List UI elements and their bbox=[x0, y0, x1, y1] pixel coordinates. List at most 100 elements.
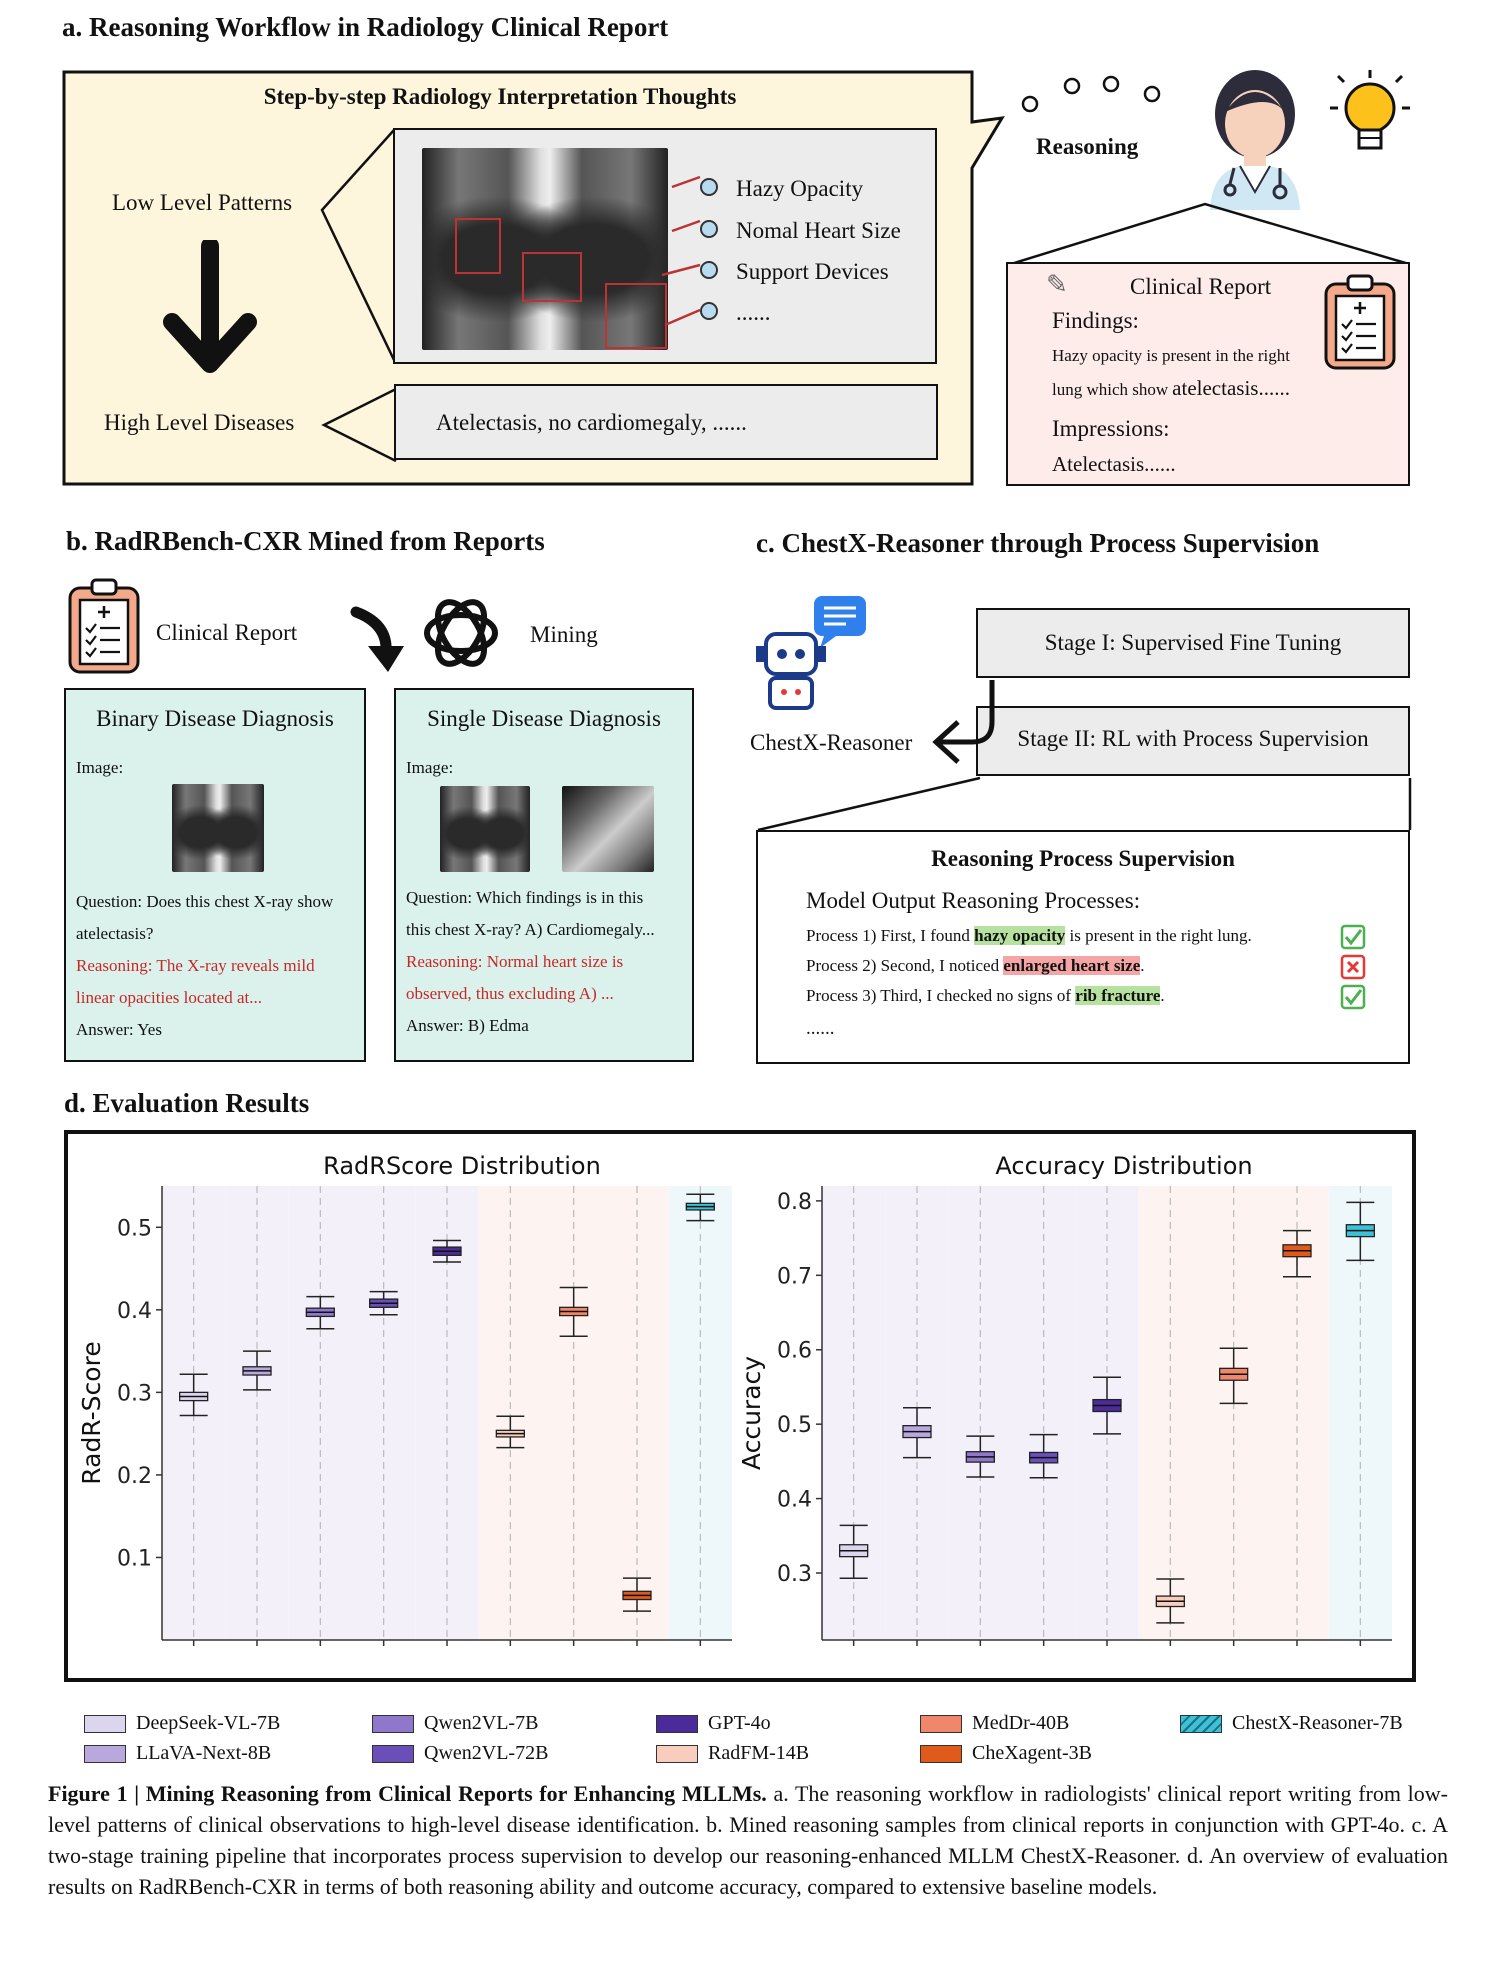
y-tick-label: 0.3 bbox=[777, 1562, 812, 1587]
pencil-icon: ✎ bbox=[1046, 270, 1068, 300]
low-level-callout bbox=[320, 129, 396, 361]
radrscore-chart: RadRScore DistributionRadR-Score0.10.20.… bbox=[77, 1152, 732, 1646]
single-title: Single Disease Diagnosis bbox=[427, 706, 661, 731]
single-reasoning-2: observed, thus excluding A) ... bbox=[406, 984, 614, 1003]
legend-label: Qwen2VL-72B bbox=[424, 1742, 549, 1764]
legend-label: CheXagent-3B bbox=[972, 1742, 1092, 1764]
report-title: Clinical Report bbox=[1130, 274, 1272, 299]
mor-title: Model Output Reasoning Processes: bbox=[806, 888, 1141, 913]
legend-swatch bbox=[372, 1715, 414, 1734]
legend-item: RadFM-14B bbox=[656, 1742, 809, 1765]
y-tick-label: 0.5 bbox=[777, 1413, 812, 1438]
y-tick-label: 0.5 bbox=[117, 1216, 152, 1241]
section-c-title: c. ChestX-Reasoner through Process Super… bbox=[756, 528, 1320, 558]
findings-text-1: Hazy opacity is present in the right bbox=[1052, 346, 1290, 365]
legend-label: GPT-4o bbox=[708, 1712, 771, 1734]
legend-label: MedDr-40B bbox=[972, 1712, 1070, 1734]
y-axis-label: RadR-Score bbox=[77, 1341, 106, 1484]
legend-label: LLaVA-Next-8B bbox=[136, 1742, 272, 1764]
y-tick-label: 0.8 bbox=[777, 1190, 812, 1215]
y-tick-label: 0.7 bbox=[777, 1264, 812, 1289]
model-name-label: ChestX-Reasoner bbox=[750, 730, 913, 755]
binary-reasoning-2: linear opacities located at... bbox=[76, 988, 262, 1007]
process-ellipsis: ...... bbox=[806, 1018, 835, 1039]
accuracy-chart: Accuracy DistributionAccuracy0.30.40.50.… bbox=[737, 1152, 1392, 1646]
findings-text-2: lung which show atelectasis...... bbox=[1052, 376, 1290, 400]
single-question-2: this chest X-ray? A) Cardiomegaly... bbox=[406, 920, 655, 939]
low-level-label: Low Level Patterns bbox=[112, 190, 293, 215]
section-a-box-title: Step-by-step Radiology Interpretation Th… bbox=[263, 84, 737, 109]
report-callout bbox=[1010, 202, 1410, 266]
chart-title: RadRScore Distribution bbox=[323, 1152, 601, 1180]
legend-item: MedDr-40B bbox=[920, 1712, 1069, 1735]
robot-icon bbox=[756, 596, 866, 710]
lightbulb-icon bbox=[1330, 70, 1410, 150]
finding-item-2: Nomal Heart Size bbox=[700, 218, 901, 244]
process-2: Process 2) Second, I noticed enlarged he… bbox=[806, 956, 1145, 975]
section-a-title: a. Reasoning Workflow in Radiology Clini… bbox=[62, 12, 669, 42]
diseases-text: Atelectasis, no cardiomegaly, ...... bbox=[436, 410, 747, 435]
clipboard-icon bbox=[1324, 274, 1396, 370]
openai-logo-icon bbox=[424, 599, 498, 667]
clipboard-icon bbox=[68, 578, 140, 674]
binary-diagnosis-card bbox=[64, 688, 366, 1062]
legend-item: DeepSeek-VL-7B bbox=[84, 1712, 280, 1735]
section-b-title: b. RadRBench-CXR Mined from Reports bbox=[66, 526, 545, 556]
stage1-label: Stage I: Supervised Fine Tuning bbox=[1044, 630, 1342, 655]
check-icon bbox=[1340, 924, 1366, 950]
impressions-text: Atelectasis...... bbox=[1052, 452, 1176, 476]
legend-label: ChestX-Reasoner-7B bbox=[1232, 1712, 1403, 1734]
stage2-label: Stage II: RL with Process Supervision bbox=[1017, 726, 1369, 751]
evaluation-panel bbox=[64, 1130, 1416, 1682]
diseases-box bbox=[394, 384, 938, 460]
legend-swatch bbox=[656, 1745, 698, 1764]
legend-swatch bbox=[656, 1715, 698, 1734]
legend-swatch bbox=[1180, 1715, 1222, 1734]
rps-title: Reasoning Process Supervision bbox=[931, 846, 1235, 871]
clinical-report-label: Clinical Report bbox=[156, 620, 298, 645]
y-tick-label: 0.4 bbox=[777, 1488, 812, 1513]
reasoning-label: Reasoning bbox=[1036, 134, 1139, 159]
xray-roi-3 bbox=[605, 283, 667, 349]
process-1: Process 1) First, I found hazy opacity i… bbox=[806, 926, 1252, 945]
binary-answer: Answer: Yes bbox=[76, 1020, 162, 1039]
y-tick-label: 0.3 bbox=[117, 1381, 152, 1406]
stage1-box[interactable] bbox=[976, 608, 1410, 678]
high-level-callout bbox=[321, 387, 397, 463]
single-question-1: Question: Which findings is in this bbox=[406, 888, 644, 907]
figure-caption: Figure 1 | Mining Reasoning from Clinica… bbox=[48, 1778, 1448, 1902]
legend-swatch bbox=[920, 1715, 962, 1734]
binary-question-1: Question: Does this chest X-ray show bbox=[76, 892, 334, 911]
process-3: Process 3) Third, I checked no signs of … bbox=[806, 986, 1165, 1005]
binary-xray-image bbox=[172, 784, 264, 872]
thought-bubbles bbox=[1021, 75, 1161, 113]
stage2-box[interactable] bbox=[976, 706, 1410, 776]
check-icon bbox=[1340, 984, 1366, 1010]
single-xray-image-1 bbox=[440, 786, 530, 872]
legend-item: ChestX-Reasoner-7B bbox=[1180, 1712, 1403, 1735]
stage2-callout bbox=[757, 776, 1412, 832]
y-tick-label: 0.6 bbox=[777, 1339, 812, 1364]
findings-label: Findings: bbox=[1052, 308, 1139, 333]
legend-swatch bbox=[920, 1745, 962, 1764]
legend-label: DeepSeek-VL-7B bbox=[136, 1712, 281, 1734]
caption-text: a. The reasoning workflow in radiologist… bbox=[48, 1781, 1448, 1899]
binary-image-label: Image: bbox=[76, 758, 124, 777]
binary-question-2: atelectasis? bbox=[76, 924, 154, 943]
single-xray-image-2 bbox=[562, 786, 654, 872]
legend-item: CheXagent-3B bbox=[920, 1742, 1092, 1765]
down-arrow-icon bbox=[163, 240, 257, 373]
legend-item: GPT-4o bbox=[656, 1712, 771, 1735]
single-diagnosis-card bbox=[394, 688, 694, 1062]
magnifier-icon bbox=[700, 220, 718, 238]
xray-roi-1 bbox=[455, 218, 501, 274]
legend-item: Qwen2VL-72B bbox=[372, 1742, 548, 1765]
y-tick-label: 0.4 bbox=[117, 1299, 152, 1324]
doctor-icon bbox=[1210, 70, 1300, 210]
finding-connectors bbox=[661, 175, 701, 327]
single-image-label: Image: bbox=[406, 758, 454, 777]
single-reasoning-1: Reasoning: Normal heart size is bbox=[406, 952, 624, 971]
legend-item: Qwen2VL-7B bbox=[372, 1712, 538, 1735]
cross-icon bbox=[1340, 954, 1366, 980]
y-axis-label: Accuracy bbox=[737, 1356, 766, 1470]
